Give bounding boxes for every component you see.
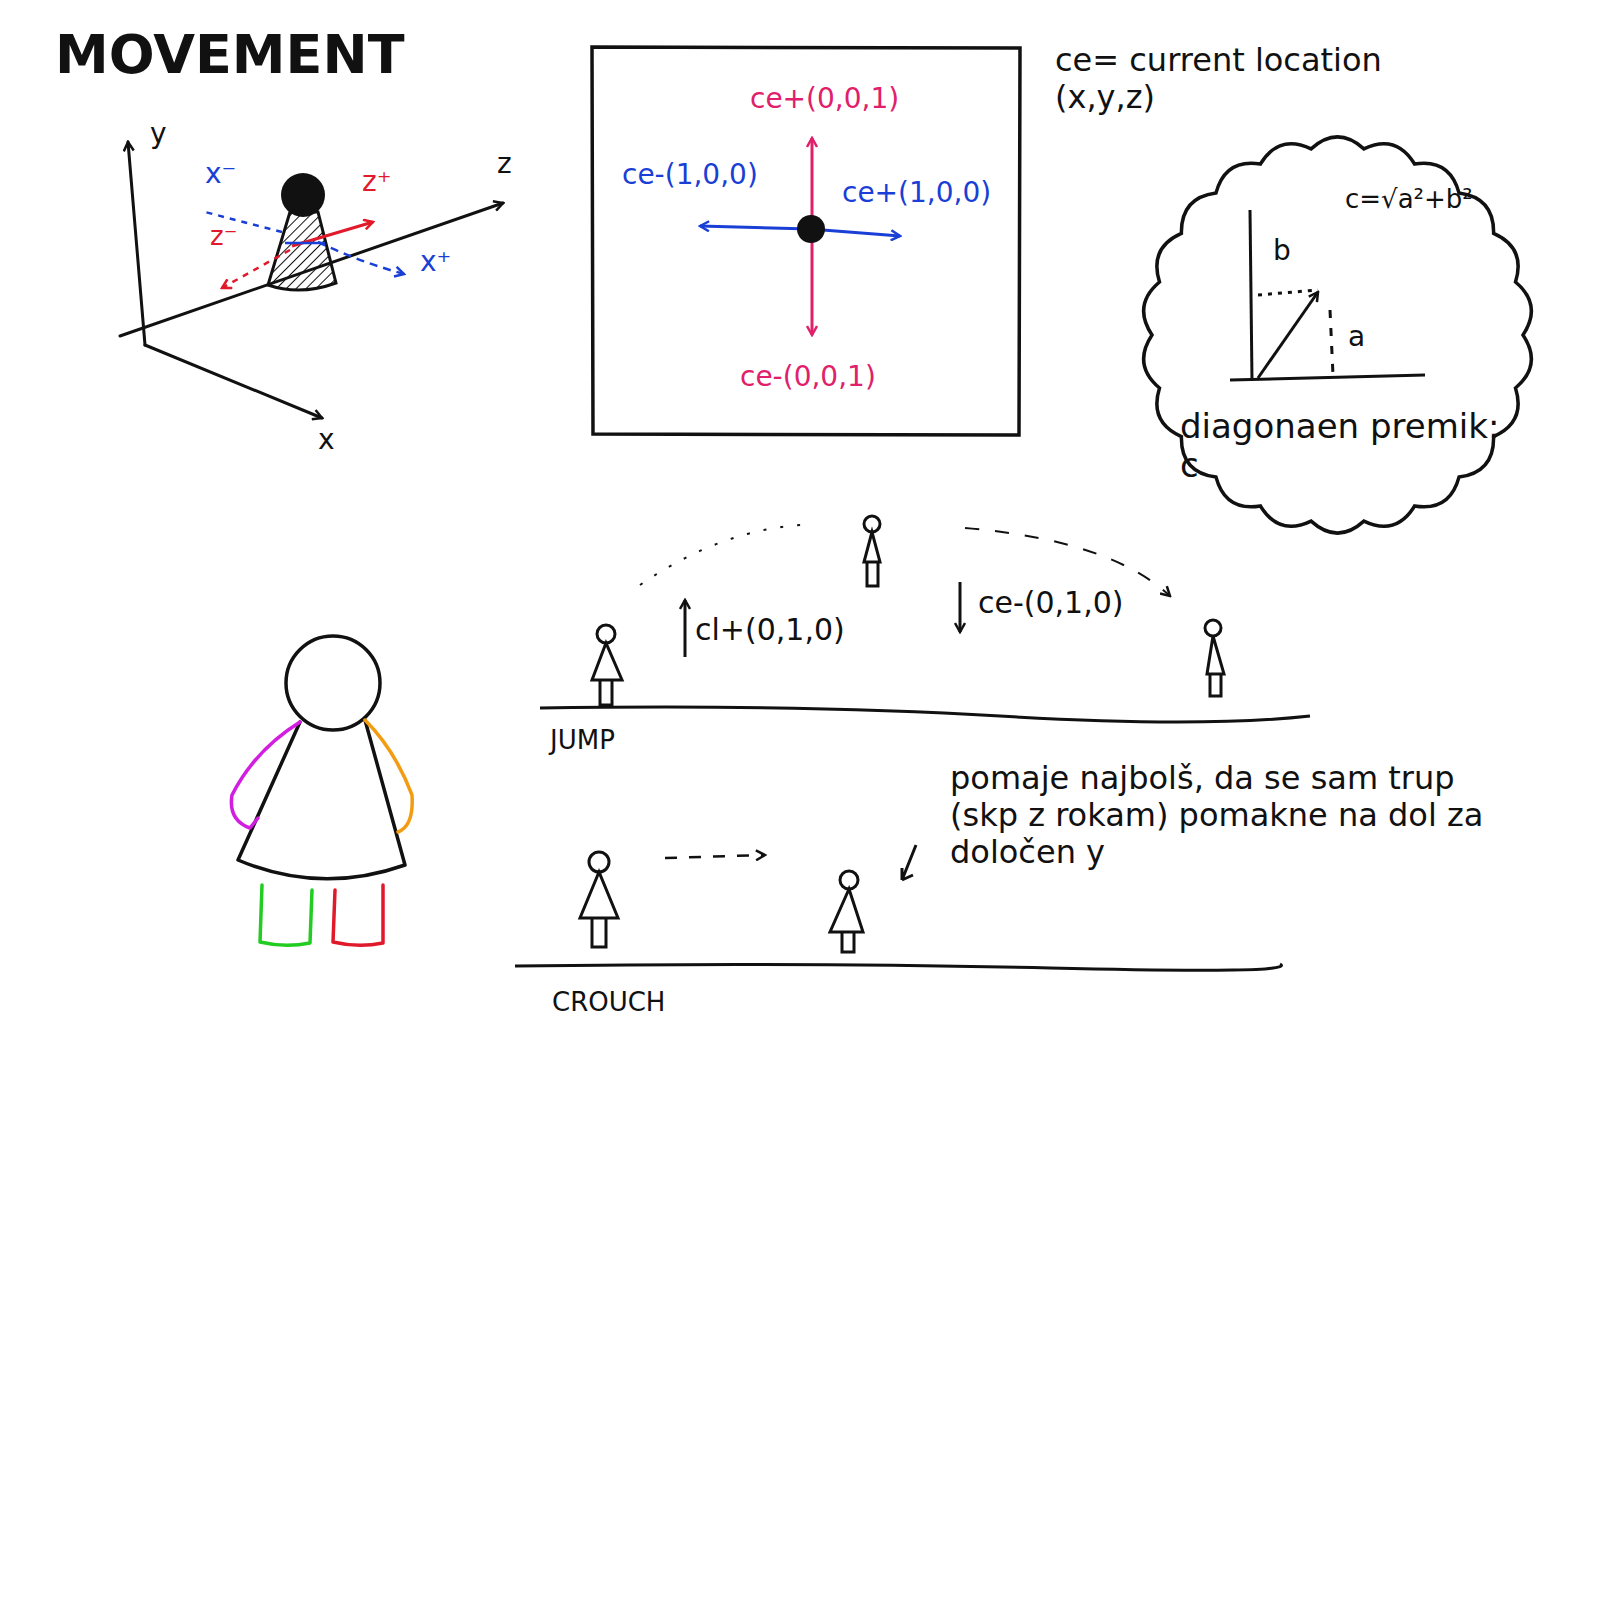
- node-text: diagonaen premik: c: [1180, 407, 1500, 485]
- node-text: ce+(0,0,1): [750, 83, 899, 115]
- note-label: x: [318, 424, 335, 456]
- direction-box: ce+(0,0,1) ce-(1,0,0) ce+(1,0,0) ce-(0,0,1): [590, 45, 1022, 437]
- note-label: y: [150, 118, 167, 150]
- note-label: z: [497, 148, 512, 180]
- node-text: b: [1273, 235, 1291, 267]
- node-text: c=√a²+b²: [1345, 185, 1473, 215]
- node-text: ce-(0,0,1): [740, 361, 876, 393]
- note-label: ce= current location (x,y,z): [1055, 42, 1475, 116]
- node-text: a: [1348, 321, 1365, 353]
- thought-cloud: c=√a²+b² b a diagonaen premik: c: [1140, 135, 1535, 535]
- title: MOVEMENT: [55, 24, 405, 86]
- note-label: z⁺: [362, 166, 391, 198]
- note-label: ce-(0,1,0): [978, 586, 1124, 621]
- cloud-outline: [1140, 135, 1535, 535]
- note-label: z⁻: [210, 222, 237, 252]
- node-text: ce+(1,0,0): [842, 177, 991, 209]
- note-label: cl+(0,1,0): [695, 613, 845, 648]
- note-label: pomaje najbolš, da se sam trup (skp z ro…: [950, 760, 1520, 870]
- note-label: x⁺: [420, 246, 451, 278]
- note-label: CROUCH: [552, 988, 665, 1018]
- note-label: JUMP: [550, 726, 615, 756]
- note-label: x⁻: [205, 158, 236, 190]
- node-text: ce-(1,0,0): [622, 159, 758, 191]
